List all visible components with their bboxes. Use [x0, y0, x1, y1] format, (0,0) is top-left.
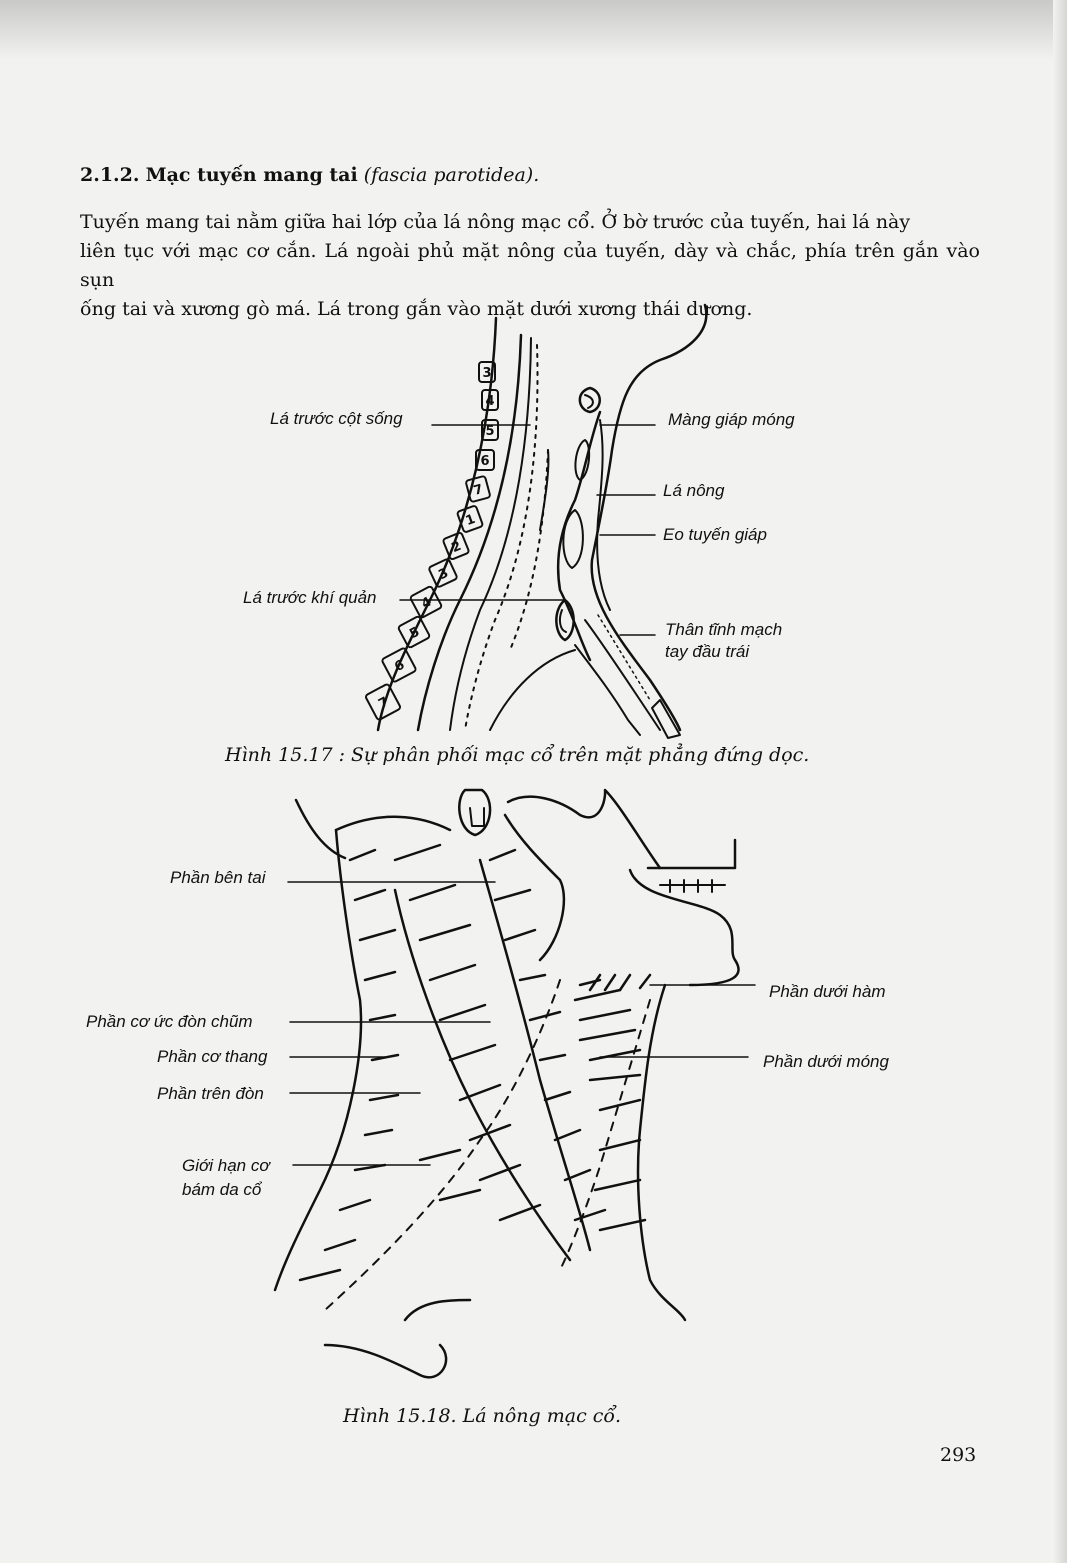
lip-stitches	[660, 880, 725, 892]
hatch-lines-mid	[395, 845, 540, 1220]
neck-front-outline	[638, 985, 685, 1320]
scm-front-border	[480, 860, 590, 1250]
label-phan-co-thang: Phần cơ thang	[157, 1047, 267, 1067]
hatch-lines-back	[300, 850, 398, 1280]
hatch-lines-scm	[490, 850, 605, 1220]
trapezius-border	[395, 890, 570, 1260]
fascia-hatching	[300, 845, 650, 1280]
page-number: 293	[940, 1444, 976, 1466]
ear-outline	[459, 790, 490, 835]
mouth-line	[648, 840, 735, 868]
hatch-lines-front	[575, 980, 645, 1230]
label-phan-tren-don: Phần trên đòn	[157, 1084, 264, 1104]
label-phan-co-uc-don-chum: Phần cơ ức đòn chũm	[86, 1012, 253, 1032]
label-phan-duoi-mong: Phần dưới móng	[763, 1052, 889, 1072]
label-phan-ben-tai: Phần bên tai	[170, 868, 265, 888]
hatch-lines-submandibular	[590, 975, 650, 990]
label-gioi-han-line1: Giới hạn cơ	[182, 1156, 270, 1176]
neck-back-outline	[275, 830, 361, 1290]
figure-15-18-caption: Hình 15.18. Lá nông mạc cổ.	[343, 1405, 621, 1427]
label-phan-duoi-ham: Phần dưới hàm	[769, 982, 886, 1002]
label-gioi-han-line2: bám da cổ	[182, 1180, 261, 1200]
ear-detail	[470, 808, 484, 826]
face-outline	[508, 790, 660, 868]
neck-top-outline	[336, 817, 450, 830]
sternoclavicular-line	[405, 1300, 470, 1320]
clavicle-outline	[325, 1345, 446, 1377]
